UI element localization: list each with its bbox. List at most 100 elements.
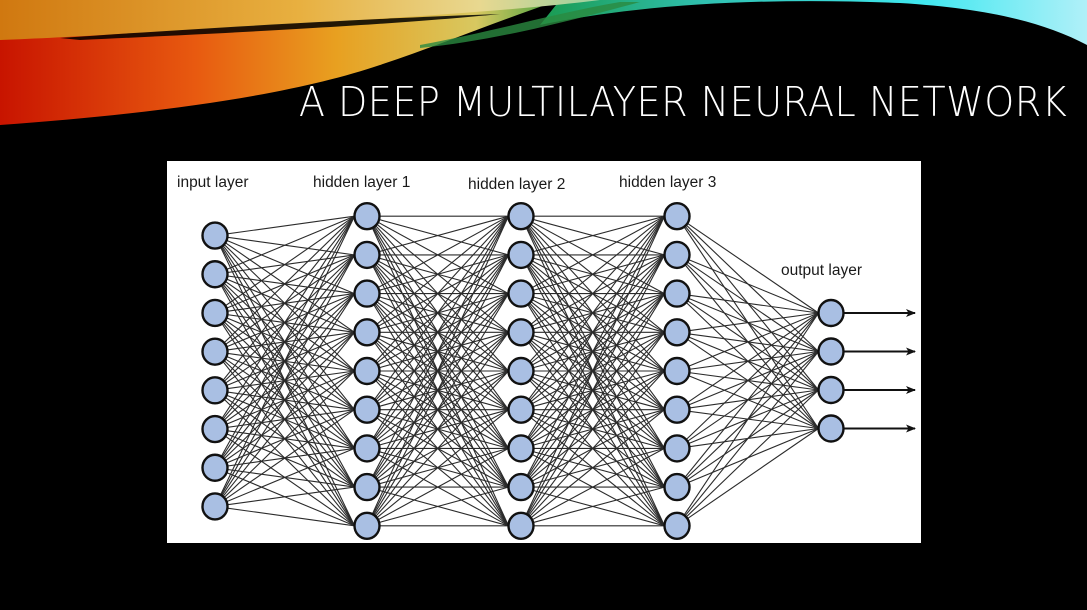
- neuron-node-hidden1: [353, 511, 381, 540]
- connection-edge: [520, 254, 665, 527]
- neuron-node-input: [201, 298, 229, 328]
- label-output-layer: output layer: [781, 262, 862, 279]
- neuron-node-input: [201, 453, 229, 482]
- connection-edge: [214, 505, 355, 527]
- neuron-node-hidden2: [507, 356, 535, 386]
- neuron-node-hidden1: [353, 279, 381, 308]
- connection-edge: [366, 215, 509, 372]
- label-hidden-layer-1: hidden layer 1: [313, 174, 411, 191]
- neuron-node-hidden2: [507, 240, 535, 270]
- neuron-node-hidden2: [507, 434, 535, 463]
- neuron-node-hidden3: [663, 318, 691, 347]
- neuron-node-hidden3: [663, 279, 691, 308]
- neuron-node-input: [201, 376, 229, 405]
- connection-edge: [520, 409, 665, 527]
- connection-edge: [520, 215, 665, 372]
- label-hidden-layer-3: hidden layer 3: [619, 174, 717, 191]
- connection-edge: [214, 331, 355, 507]
- connection-edge: [214, 447, 355, 507]
- connection-edge: [676, 312, 819, 333]
- neuron-node-hidden3: [663, 472, 691, 502]
- connection-edge: [366, 254, 509, 527]
- connection-edge: [520, 293, 665, 527]
- connection-edge: [366, 409, 509, 527]
- label-input-layer: input layer: [177, 174, 249, 191]
- connection-edge: [676, 312, 819, 411]
- connection-edge: [676, 312, 819, 449]
- connection-edge: [214, 486, 355, 507]
- slide-title: A DEEP MULTILAYER NEURAL NETWORK: [298, 78, 1067, 126]
- connection-edge: [214, 215, 355, 391]
- connection-edge: [676, 293, 819, 314]
- neuron-node-hidden2: [507, 511, 535, 540]
- neuron-node-hidden2: [507, 202, 535, 231]
- neuron-node-hidden2: [507, 318, 535, 347]
- neuron-node-hidden1: [353, 202, 381, 231]
- label-hidden-layer-2: hidden layer 2: [468, 176, 566, 193]
- connection-edge: [676, 254, 819, 314]
- connection-edge: [366, 215, 509, 295]
- output-arrows-group: [843, 309, 916, 433]
- connection-edge: [366, 215, 509, 488]
- neuron-node-hidden1: [353, 240, 381, 270]
- connection-edge: [366, 215, 509, 333]
- edges-group: [214, 215, 819, 527]
- connection-edge: [520, 215, 665, 295]
- connection-edge: [214, 215, 355, 353]
- connection-edge: [214, 215, 355, 275]
- connection-edge: [214, 215, 355, 314]
- swoosh-dark-streak: [60, 14, 500, 40]
- connection-edge: [520, 370, 665, 527]
- connection-edge: [366, 215, 509, 411]
- neuron-node-hidden3: [663, 356, 691, 386]
- connection-edge: [520, 331, 665, 527]
- connection-edge: [214, 215, 355, 507]
- swoosh-warm-top: [0, 0, 600, 40]
- neuron-node-output: [817, 298, 845, 328]
- connection-edge: [366, 370, 509, 527]
- neuron-node-output: [817, 414, 845, 443]
- network-svg: [201, 202, 916, 540]
- connection-edge: [366, 486, 509, 527]
- connection-edge: [366, 293, 509, 527]
- connection-edge: [520, 486, 665, 527]
- neuron-node-input: [201, 337, 229, 366]
- swoosh-green-streak: [420, 2, 640, 48]
- connection-edge: [366, 447, 509, 527]
- connection-edge: [676, 351, 819, 527]
- connection-edge: [214, 215, 355, 469]
- nodes-group: [201, 202, 845, 540]
- neuron-node-input: [201, 414, 229, 444]
- neuron-node-input: [201, 260, 229, 289]
- connection-edge: [520, 215, 665, 256]
- connection-edge: [214, 254, 355, 507]
- network-diagram: input layer hidden layer 1 hidden layer …: [167, 161, 921, 543]
- neuron-node-hidden2: [507, 395, 535, 424]
- swoosh-cool-band: [540, 0, 1087, 45]
- neuron-node-hidden3: [663, 434, 691, 463]
- connection-edge: [676, 215, 819, 314]
- neuron-node-hidden1: [353, 356, 381, 386]
- neuron-node-hidden1: [353, 434, 381, 463]
- connection-edge: [676, 312, 819, 372]
- connection-edge: [520, 447, 665, 527]
- connection-edge: [366, 215, 509, 256]
- connection-edge: [676, 312, 819, 527]
- connection-edge: [366, 215, 510, 527]
- neuron-node-hidden1: [353, 395, 381, 424]
- connection-edge: [366, 331, 509, 527]
- neuron-node-input: [201, 221, 229, 250]
- connection-edge: [520, 215, 665, 449]
- connection-edge: [214, 215, 355, 430]
- connection-edge: [214, 370, 355, 507]
- neuron-node-hidden1: [353, 318, 381, 347]
- connection-edge: [214, 215, 355, 237]
- connection-edge: [520, 215, 665, 411]
- neuron-node-hidden2: [507, 472, 535, 502]
- neuron-node-input: [201, 492, 229, 521]
- connection-edge: [214, 409, 355, 507]
- neuron-node-hidden3: [663, 240, 691, 270]
- neuron-node-output: [817, 337, 845, 366]
- connection-edge: [520, 215, 665, 333]
